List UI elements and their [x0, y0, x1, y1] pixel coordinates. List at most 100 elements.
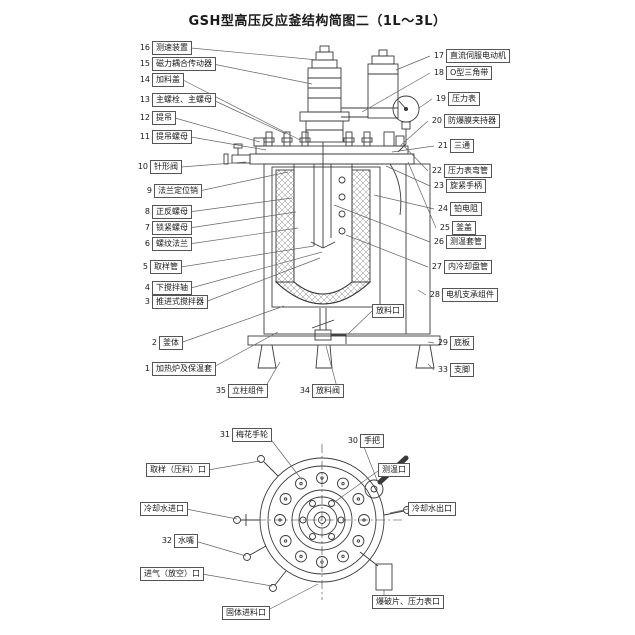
- part-number: 12: [139, 112, 150, 122]
- part-name: 进气（放空）口: [140, 567, 204, 581]
- part-label-discharge-port: 放料口: [372, 304, 404, 318]
- part-name: 取样管: [150, 260, 182, 274]
- part-name: 取样（压料）口: [146, 463, 210, 477]
- part-name: 立柱组件: [228, 384, 268, 398]
- part-name: 磁力耦合传动器: [152, 57, 216, 71]
- pressure-gauge: [392, 95, 420, 153]
- part-label-sampling-port: 取样（压料）口: [146, 463, 210, 477]
- part-name: 爆破片、压力表口: [372, 595, 444, 609]
- part-number: 11: [139, 131, 150, 141]
- part-name: 固体进料口: [222, 606, 270, 620]
- part-name: 冷却水出口: [408, 502, 456, 516]
- lid-nozzles: [233, 455, 411, 592]
- part-number: 28: [429, 289, 440, 299]
- part-name: O型三角带: [446, 66, 493, 80]
- part-name: 防爆膜夹持器: [444, 114, 500, 128]
- part-name: 内冷却盘管: [444, 260, 492, 274]
- part-name: 法兰定位销: [154, 184, 202, 198]
- part-number: 16: [139, 42, 150, 52]
- part-number: 26: [433, 236, 444, 246]
- leader-lines: [174, 47, 437, 611]
- part-name: 正反螺母: [152, 205, 192, 219]
- part-number: 1: [144, 363, 150, 373]
- top-view: [233, 444, 411, 600]
- part-number: 8: [144, 206, 150, 216]
- part-number: 13: [139, 94, 150, 104]
- part-name: 电机支承组件: [442, 288, 498, 302]
- part-name: 锁紧螺母: [152, 221, 192, 235]
- front-view: [223, 45, 441, 369]
- part-number: 18: [433, 67, 444, 77]
- part-name: 测温套管: [446, 235, 486, 249]
- part-label-temp-port: 测温口: [378, 463, 410, 477]
- part-number: 21: [437, 140, 448, 150]
- part-number: 10: [137, 161, 148, 171]
- part-name: 推进式搅拌器: [152, 295, 208, 309]
- rupture-disc-tag: [359, 551, 393, 591]
- part-number: 29: [437, 337, 448, 347]
- part-number: 6: [144, 238, 150, 248]
- part-number: 4: [144, 282, 150, 292]
- part-label-cooling-outlet: 冷却水出口: [408, 502, 456, 516]
- kettle-body-furnace: [263, 142, 431, 335]
- part-number: 30: [347, 435, 358, 445]
- part-label-rupture-disc-port: 爆破片、压力表口: [372, 595, 444, 609]
- part-number: 22: [431, 165, 442, 175]
- part-number: 2: [151, 337, 157, 347]
- part-name: 三通: [450, 139, 474, 153]
- part-number: 9: [146, 185, 152, 195]
- part-number: 19: [435, 93, 446, 103]
- part-name: 主螺栓、主螺母: [152, 93, 216, 107]
- base-legs: [247, 335, 441, 369]
- part-name: 水嘴: [174, 534, 198, 548]
- part-name: 测温口: [378, 463, 410, 477]
- part-label-cooling-inlet: 冷却水进口: [140, 502, 188, 516]
- stirrer-coupling-assembly: [299, 45, 368, 143]
- part-name: 针形阀: [150, 160, 182, 174]
- part-number: 35: [215, 385, 226, 395]
- part-number: 33: [437, 364, 448, 374]
- part-number: 32: [161, 535, 172, 545]
- part-number: 20: [431, 115, 442, 125]
- part-name: 釜盖: [452, 221, 476, 235]
- part-name: 提吊螺母: [152, 130, 192, 144]
- part-name: 铂电阻: [450, 202, 482, 216]
- part-name: 加料盖: [152, 73, 184, 87]
- part-name: 冷却水进口: [140, 502, 188, 516]
- part-name: 底板: [450, 336, 474, 350]
- part-name: 釜体: [159, 336, 183, 350]
- part-number: 7: [144, 222, 150, 232]
- part-name: 手把: [360, 434, 384, 448]
- part-number: 3: [144, 296, 150, 306]
- page-title: GSH型高压反应釜结构简图二（1L～3L）: [188, 14, 447, 29]
- bolt-handwheels: [274, 472, 370, 568]
- part-name: 旋紧手柄: [446, 179, 486, 193]
